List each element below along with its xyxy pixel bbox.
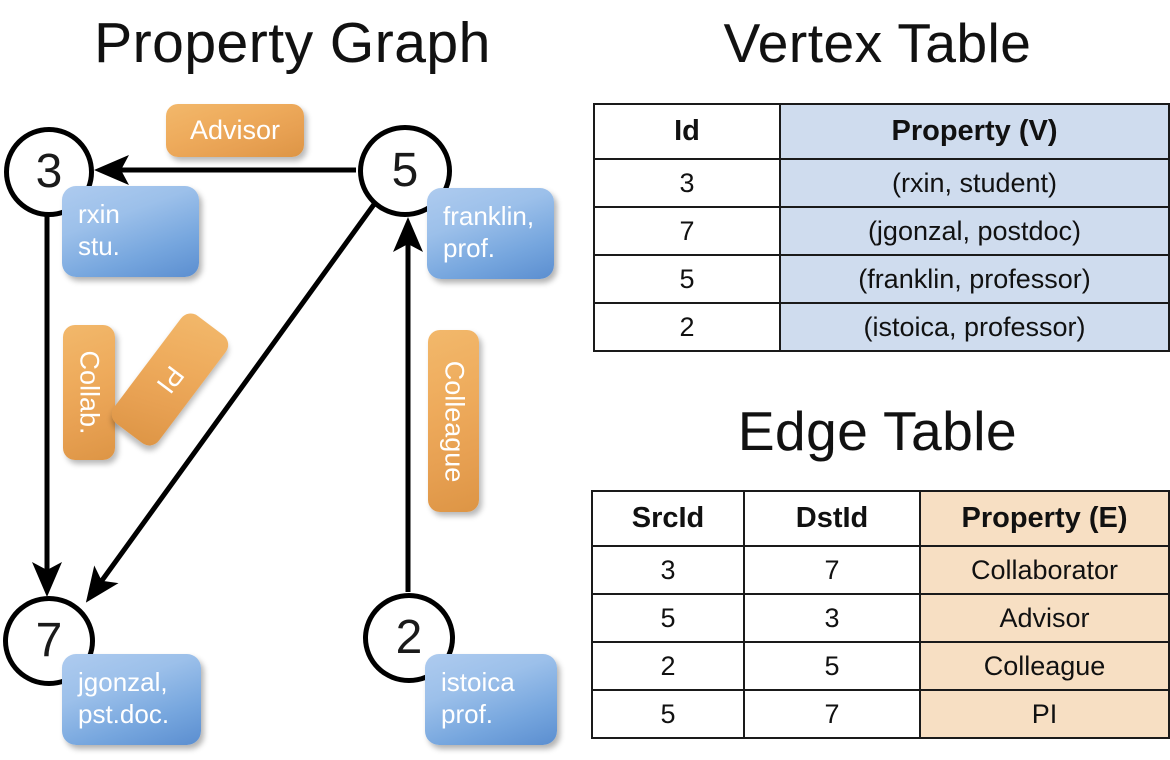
- edge-cell-dstid: 7: [743, 689, 921, 739]
- edge-cell-property: Colleague: [919, 641, 1170, 691]
- vertex-cell-id: 2: [593, 302, 781, 352]
- edge-cell-dstid: 7: [743, 545, 921, 595]
- node-property-callout-2: istoica prof.: [425, 654, 557, 745]
- node-property-callout-3: rxin stu.: [62, 186, 199, 277]
- table-row: 3 (rxin, student): [593, 158, 1170, 208]
- edge-label-pi-text: PI: [150, 360, 191, 400]
- edge-label-colleague: Colleague: [428, 330, 479, 512]
- edge-table-title: Edge Table: [737, 400, 1018, 462]
- edge-label-colleague-text: Colleague: [439, 360, 469, 482]
- table-row: 2 (istoica, professor): [593, 302, 1170, 352]
- edge-table: SrcId DstId Property (E) 3 7 Collaborato…: [591, 490, 1170, 739]
- vertex-cell-property: (jgonzal, postdoc): [779, 206, 1170, 256]
- edge-table-header-row: SrcId DstId Property (E): [591, 490, 1170, 547]
- table-row: 3 7 Collaborator: [591, 545, 1170, 595]
- edge-cell-dstid: 5: [743, 641, 921, 691]
- edge-cell-property: Advisor: [919, 593, 1170, 643]
- vertex-cell-property: (franklin, professor): [779, 254, 1170, 304]
- graph-edge-arrows: [32, 155, 423, 603]
- edge-label-advisor-text: Advisor: [189, 115, 281, 145]
- table-row: 5 (franklin, professor): [593, 254, 1170, 304]
- edge-cell-property: PI: [919, 689, 1170, 739]
- table-row: 5 3 Advisor: [591, 593, 1170, 643]
- vertex-table-header-row: Id Property (V): [593, 103, 1170, 160]
- edge-cell-srcid: 5: [591, 689, 745, 739]
- edge-cell-property: Collaborator: [919, 545, 1170, 595]
- table-row: 2 5 Colleague: [591, 641, 1170, 691]
- edge-header-property: Property (E): [919, 490, 1170, 547]
- vertex-cell-property: (rxin, student): [779, 158, 1170, 208]
- edge-cell-srcid: 5: [591, 593, 745, 643]
- graph-node-2[interactable]: 2: [363, 593, 455, 683]
- node-property-callout-7: jgonzal, pst.doc.: [62, 654, 201, 745]
- edge-cell-srcid: 2: [591, 641, 745, 691]
- table-row: 5 7 PI: [591, 689, 1170, 739]
- vertex-header-property: Property (V): [779, 103, 1170, 160]
- node-property-callout-5: franklin, prof.: [427, 188, 554, 279]
- edge-cell-dstid: 3: [743, 593, 921, 643]
- vertex-table: Id Property (V) 3 (rxin, student) 7 (jgo…: [593, 103, 1170, 352]
- graph-node-5[interactable]: 5: [358, 125, 452, 217]
- edge-label-advisor: Advisor: [166, 104, 304, 157]
- vertex-table-title: Vertex Table: [723, 12, 1032, 74]
- edge-label-collab: Collab.: [63, 325, 115, 460]
- vertex-cell-property: (istoica, professor): [779, 302, 1170, 352]
- edge-header-dstid: DstId: [743, 490, 921, 547]
- edge-label-collab-text: Collab.: [74, 350, 105, 435]
- vertex-header-id: Id: [593, 103, 781, 160]
- edge-cell-srcid: 3: [591, 545, 745, 595]
- edge-arrow-5-to-7: [85, 201, 378, 603]
- property-graph-title: Property Graph: [94, 11, 491, 75]
- table-row: 7 (jgonzal, postdoc): [593, 206, 1170, 256]
- vertex-cell-id: 3: [593, 158, 781, 208]
- property-graph-panel: Property Graph 3 5 7 2 rxin stu. frankli…: [3, 11, 557, 745]
- vertex-cell-id: 7: [593, 206, 781, 256]
- vertex-cell-id: 5: [593, 254, 781, 304]
- edge-header-srcid: SrcId: [591, 490, 745, 547]
